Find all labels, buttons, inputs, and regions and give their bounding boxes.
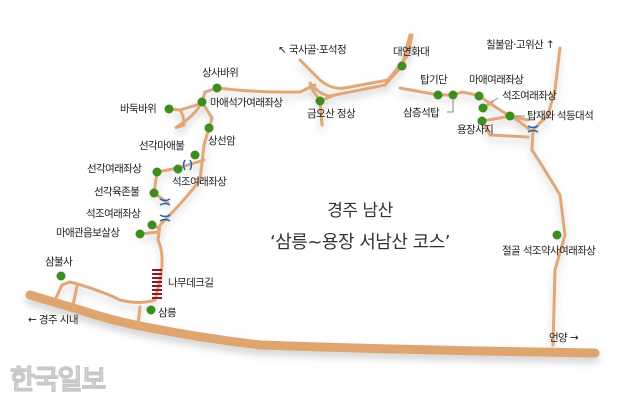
- label-jeolgol: 절골 석조약사여래좌상: [502, 245, 596, 257]
- poi-dot: [190, 150, 200, 160]
- trail: [167, 100, 204, 130]
- label-daeyeonhwadae: 대연화대: [393, 46, 430, 58]
- trail: [71, 284, 79, 307]
- direction-gyeongju: ← 경주 시내: [28, 314, 79, 326]
- main-road: [25, 290, 600, 358]
- trail: [136, 305, 142, 327]
- label-seongakyeorae: 선각여래좌상: [87, 163, 142, 175]
- direction-guksagol: ↖ 국사골·포석정: [278, 44, 347, 56]
- poi-dot: [149, 188, 159, 198]
- leader-lines: [447, 97, 525, 117]
- poi-dots: [56, 61, 562, 315]
- bridge-icon: [159, 198, 171, 206]
- watermark-logo: 한국일보: [9, 365, 106, 397]
- direction-chilbulam: 칠불암·고위산 ↑: [486, 39, 555, 51]
- label-sangseonam: 상선암: [208, 135, 236, 147]
- poi-dot: [448, 90, 458, 100]
- poi-dot: [56, 271, 66, 281]
- trail: [298, 33, 414, 98]
- poi-dot: [505, 111, 515, 121]
- map-subtitle: ‘삼릉~용장 서남산 코스’: [269, 232, 451, 253]
- direction-eonyang: 언양 →: [549, 332, 579, 344]
- bridge-icon: [159, 214, 171, 222]
- trail: [53, 83, 317, 304]
- poi-dot: [164, 104, 174, 114]
- label-deck: 나무데크길: [168, 277, 214, 289]
- poi-dot: [477, 116, 487, 126]
- bridge-icon: [182, 159, 193, 171]
- label-samcheung: 삼층석탑: [403, 107, 440, 119]
- bridge-icon: [527, 125, 539, 133]
- label-seokjo-3: 석조여래좌상: [502, 90, 557, 102]
- label-maaeseokga: 마애석가여래좌상: [210, 97, 283, 109]
- label-tapjae: 탑재와 석등대석: [527, 110, 594, 122]
- poi-dot: [315, 96, 325, 106]
- poi-dot: [204, 123, 214, 133]
- poi-dot: [135, 229, 145, 239]
- trail: [398, 86, 532, 139]
- poi-dot: [212, 83, 222, 93]
- label-seokjo-2: 석조여래좌상: [86, 208, 141, 220]
- wooden-deck: [152, 269, 162, 299]
- label-samneung: 삼릉: [158, 307, 177, 319]
- label-maaeyeorae: 마애여래좌상: [469, 74, 524, 86]
- poi-dot: [147, 220, 157, 230]
- poi-dot: [552, 230, 562, 240]
- label-maaegwaneum: 마애관음보살상: [56, 227, 120, 239]
- poi-dot: [146, 305, 156, 315]
- map-title: 경주 남산: [327, 201, 393, 221]
- poi-dot: [173, 164, 183, 174]
- label-seongakyukjon: 선각육존불: [94, 186, 140, 198]
- label-seokjo-1: 석조여래좌상: [172, 176, 227, 188]
- label-yongjangsaji: 용장사지: [457, 124, 494, 136]
- bridge-icons: [159, 125, 539, 222]
- label-geumosan: 금오산 정상: [307, 108, 356, 120]
- label-badukbawi: 바둑바위: [120, 103, 157, 115]
- poi-dot: [478, 103, 488, 113]
- poi-dot: [397, 61, 407, 71]
- poi-dot: [197, 97, 207, 107]
- label-sambulsa: 삼불사: [45, 256, 73, 268]
- poi-dot: [433, 90, 443, 100]
- label-tapgidan: 탑기단: [420, 74, 448, 86]
- label-sangsabawi: 상사바위: [202, 67, 239, 79]
- label-seongakmaaebul: 선각마애불: [139, 140, 185, 152]
- poi-dot: [152, 167, 162, 177]
- poi-dot: [474, 91, 484, 101]
